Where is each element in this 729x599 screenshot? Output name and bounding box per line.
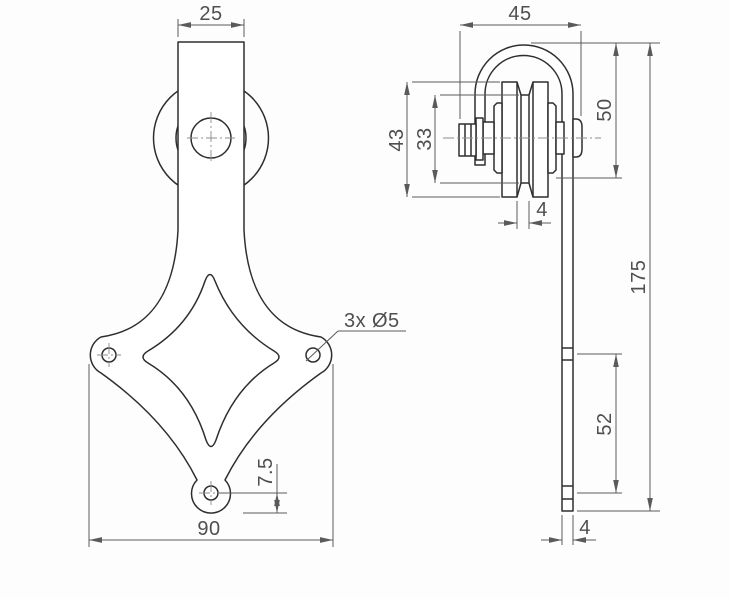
axle-washer <box>475 117 484 161</box>
dim-wheel-diameter-label: 43 <box>386 128 408 151</box>
dim-plate-width-label: 90 <box>197 518 220 540</box>
hex-nut <box>458 123 477 157</box>
dim-50-label: 50 <box>594 98 616 121</box>
hub-step-left <box>493 102 503 174</box>
dim-bracket-length-label: 175 <box>628 260 650 295</box>
hole-note-count-label: 3x <box>344 310 366 332</box>
dim-groove-width-label: 4 <box>536 199 548 221</box>
dim-groove-diameter-label: 33 <box>414 127 436 150</box>
wheel-flange-right <box>532 81 549 198</box>
dim-hole-spacing-label: 52 <box>594 412 616 435</box>
hole-note-diameter-label: Ø5 <box>372 310 400 332</box>
diamond-cutout <box>142 273 280 448</box>
leader-line <box>305 330 339 362</box>
front-view: 25 3x Ø5 7.5 90 <box>88 3 406 547</box>
dim-strap-width-label: 25 <box>199 3 222 25</box>
strap-side-outline <box>474 44 574 512</box>
side-view: 45 50 43 33 4 52 175 <box>386 3 660 545</box>
dim-hole-offset-label: 7.5 <box>255 457 277 486</box>
dim-plate-thickness-label: 4 <box>579 517 591 539</box>
dim-assembly-width-label: 45 <box>508 3 531 25</box>
wheel-groove <box>516 81 534 198</box>
wheel-flange-left <box>501 81 518 198</box>
